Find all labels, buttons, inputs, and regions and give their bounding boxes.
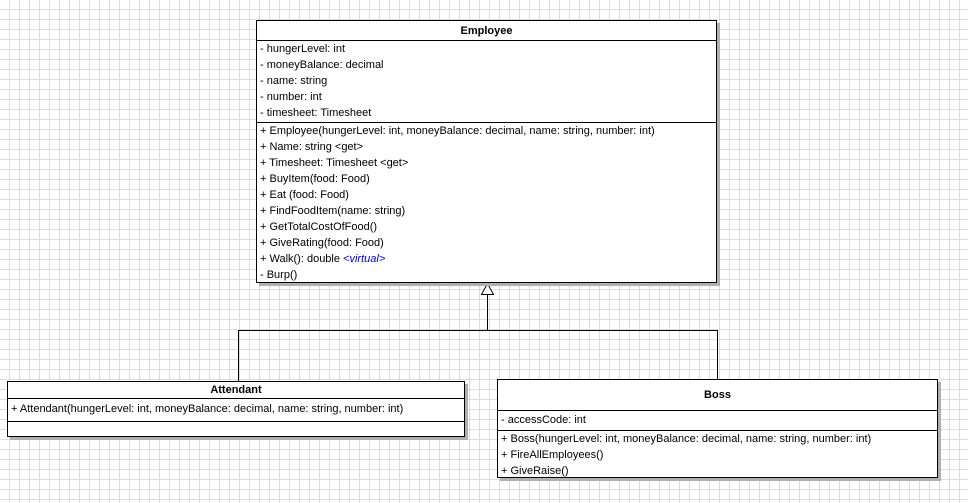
member-text: + Walk(): double: [260, 253, 344, 265]
member-row[interactable]: - number: int: [260, 91, 322, 103]
member-row[interactable]: + Boss(hungerLevel: int, moneyBalance: d…: [501, 433, 872, 445]
member-row[interactable]: - hungerLevel: int: [260, 43, 345, 55]
boss-attributes-section: - accessCode: int: [498, 410, 937, 430]
member-row[interactable]: - name: string: [260, 75, 328, 87]
member-row[interactable]: + Eat (food: Food): [260, 189, 349, 201]
member-row[interactable]: + GiveRating(food: Food): [260, 237, 384, 249]
member-row[interactable]: + GetTotalCostOfFood(): [260, 221, 378, 233]
member-row[interactable]: + GiveRaise(): [501, 465, 569, 477]
class-attendant-title[interactable]: Attendant: [210, 384, 262, 396]
member-row[interactable]: + Name: string <get>: [260, 141, 364, 153]
member-row[interactable]: + Timesheet: Timesheet <get>: [260, 157, 409, 169]
boss-methods-section: + Boss(hungerLevel: int, moneyBalance: d…: [498, 430, 937, 477]
class-employee-title[interactable]: Employee: [460, 24, 513, 37]
virtual-tag: <virtual>: [343, 253, 386, 265]
attendant-empty-section: [8, 421, 464, 436]
member-row[interactable]: + BuyItem(food: Food): [260, 173, 370, 185]
member-row[interactable]: - accessCode: int: [501, 414, 586, 426]
class-attendant[interactable]: Attendant + Attendant(hungerLevel: int, …: [7, 381, 465, 437]
member-row[interactable]: + Attendant(hungerLevel: int, moneyBalan…: [11, 403, 404, 415]
member-row[interactable]: - moneyBalance: decimal: [260, 59, 384, 71]
attendant-methods-section: + Attendant(hungerLevel: int, moneyBalan…: [8, 398, 464, 421]
member-row[interactable]: - Burp(): [260, 269, 298, 281]
member-row[interactable]: + FindFoodItem(name: string): [260, 205, 406, 217]
class-employee[interactable]: Employee - hungerLevel: int - moneyBalanc…: [256, 20, 717, 283]
employee-attributes-section: - hungerLevel: int - moneyBalance: decima…: [257, 40, 716, 122]
generalization-triangle-icon: [480, 282, 495, 295]
member-row[interactable]: + Employee(hungerLevel: int, moneyBalanc…: [260, 125, 655, 137]
generalization-connector[interactable]: [238, 282, 718, 383]
employee-methods-section: + Employee(hungerLevel: int, moneyBalanc…: [257, 122, 716, 282]
class-boss-title[interactable]: Boss: [704, 389, 731, 401]
member-row[interactable]: + FireAllEmployees(): [501, 449, 604, 461]
member-row[interactable]: + Walk(): double <virtual>: [257, 251, 716, 267]
class-boss[interactable]: Boss - accessCode: int + Boss(hungerLeve…: [497, 379, 938, 478]
member-row[interactable]: - timesheet: Timesheet: [260, 107, 372, 119]
